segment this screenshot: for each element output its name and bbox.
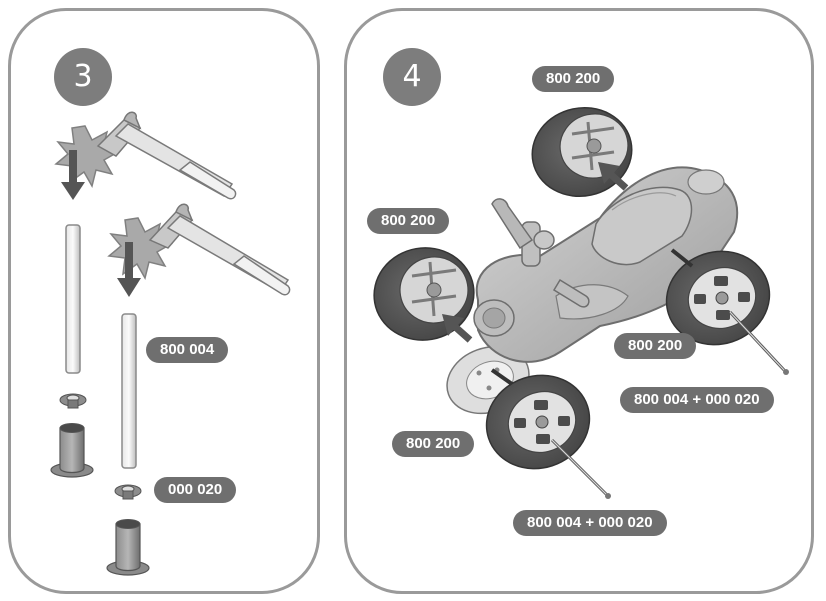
axle-guides [490, 248, 694, 386]
down-arrow-icon [117, 242, 141, 297]
wheel-label-right: 800 200 [614, 333, 697, 359]
wheel-label-bottom: 800 200 [392, 431, 475, 457]
wheel-label-left: 800 200 [367, 208, 450, 234]
axle-cap [114, 484, 142, 500]
hammer-icon [96, 111, 237, 200]
handlebar [491, 198, 590, 308]
wheel-bottom [485, 374, 591, 470]
hammer-icon [148, 203, 291, 296]
insert-arrow-icon [442, 314, 473, 343]
axle-cap [59, 393, 87, 409]
axle-label-bottom: 800 004 + 000 020 [513, 510, 667, 536]
axle-sleeve [106, 519, 150, 576]
wheel-label-top: 800 200 [532, 66, 615, 92]
part-label-800004: 800 004 [146, 337, 229, 363]
axle-sleeve [50, 423, 94, 478]
step-number-badge: 3 [54, 48, 112, 106]
axle-pin [550, 438, 611, 499]
ride-on-body [473, 166, 739, 363]
axle-rod [121, 313, 137, 469]
part-label-000020: 000 020 [154, 477, 237, 503]
down-arrow-icon [61, 150, 85, 200]
step-number-badge: 4 [383, 48, 441, 106]
wheel-right [665, 250, 771, 346]
axle-pin [728, 310, 789, 375]
axle-rod [65, 224, 81, 374]
axle-label-right: 800 004 + 000 020 [620, 387, 774, 413]
insert-arrow-icon [598, 162, 629, 191]
